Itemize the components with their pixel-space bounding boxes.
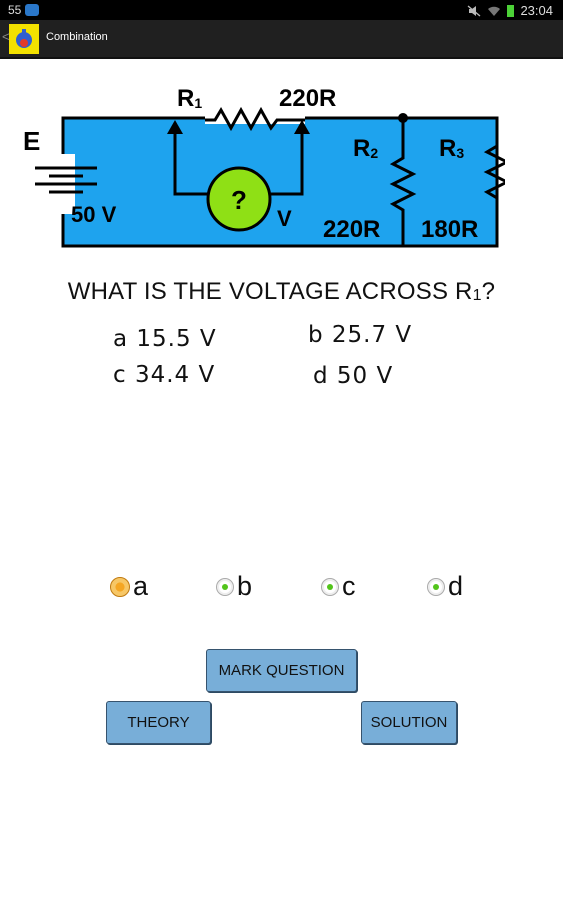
theory-button[interactable]: THEORY	[106, 701, 211, 744]
radio-option-a[interactable]: a	[110, 573, 148, 600]
r1-value: 220R	[279, 85, 336, 112]
svg-text:R2: R2	[353, 135, 378, 162]
r2-value: 220R	[323, 216, 380, 243]
question-text: WHAT IS THE VOLTAGE ACROSS R1?	[0, 278, 563, 306]
voltmeter	[206, 166, 272, 232]
r3-label: R	[439, 135, 456, 162]
svg-text:R3: R3	[439, 135, 464, 162]
app-logo-icon[interactable]	[9, 24, 39, 54]
radio-label-c: c	[342, 571, 356, 601]
app-title: Combination	[46, 31, 108, 43]
clock: 23:04	[520, 3, 553, 18]
mark-question-button[interactable]: MARK QUESTION	[206, 649, 357, 692]
r1-label: R	[177, 85, 194, 112]
question-suffix: ?	[481, 278, 496, 305]
solution-button[interactable]: SOLUTION	[361, 701, 457, 744]
radio-unchecked-icon[interactable]	[321, 577, 339, 596]
action-bar: < Combination	[0, 20, 563, 59]
r3-value: 180R	[421, 216, 478, 243]
radio-label-a: a	[133, 571, 149, 601]
radio-option-b[interactable]: b	[216, 573, 252, 600]
source-label: E	[23, 126, 40, 156]
radio-unchecked-icon[interactable]	[427, 577, 445, 596]
option-c-text: c 34.4 V	[113, 362, 216, 388]
radio-unchecked-icon[interactable]	[216, 577, 234, 596]
question-subscript: 1	[472, 287, 482, 304]
option-d-text: d 50 V	[313, 363, 394, 389]
mute-icon	[468, 5, 481, 16]
svg-text:R1: R1	[177, 85, 202, 112]
r2-subscript: 2	[370, 145, 378, 161]
sync-icon	[25, 4, 40, 16]
r1-resistor	[205, 106, 305, 132]
r3-subscript: 3	[456, 145, 464, 161]
notification-count: 55	[8, 3, 22, 17]
battery-symbol	[35, 154, 97, 214]
option-b-text: b 25.7 V	[308, 322, 413, 348]
status-bar: 55 23:04	[0, 0, 563, 20]
back-icon[interactable]: <	[2, 29, 10, 44]
r2-resistor	[389, 118, 417, 246]
option-a-text: a 15.5 V	[113, 326, 217, 352]
r2-label: R	[353, 135, 370, 162]
radio-label-d: d	[448, 571, 464, 601]
radio-option-c[interactable]: c	[321, 573, 356, 600]
voltmeter-symbol: ?	[231, 185, 247, 215]
radio-checked-icon[interactable]	[110, 576, 130, 597]
r3-resistor	[483, 118, 505, 246]
source-voltage: 50 V	[71, 202, 117, 227]
radio-option-d[interactable]: d	[427, 573, 463, 600]
radio-label-b: b	[237, 571, 253, 601]
battery-icon	[507, 4, 515, 17]
circuit-diagram: E 50 V R1 220R ? V R2 220R R3 180R	[23, 85, 505, 248]
wifi-icon	[488, 6, 501, 16]
r1-subscript: 1	[194, 95, 202, 111]
question-main: WHAT IS THE VOLTAGE ACROSS R	[67, 278, 473, 305]
voltmeter-unit: V	[277, 206, 292, 231]
